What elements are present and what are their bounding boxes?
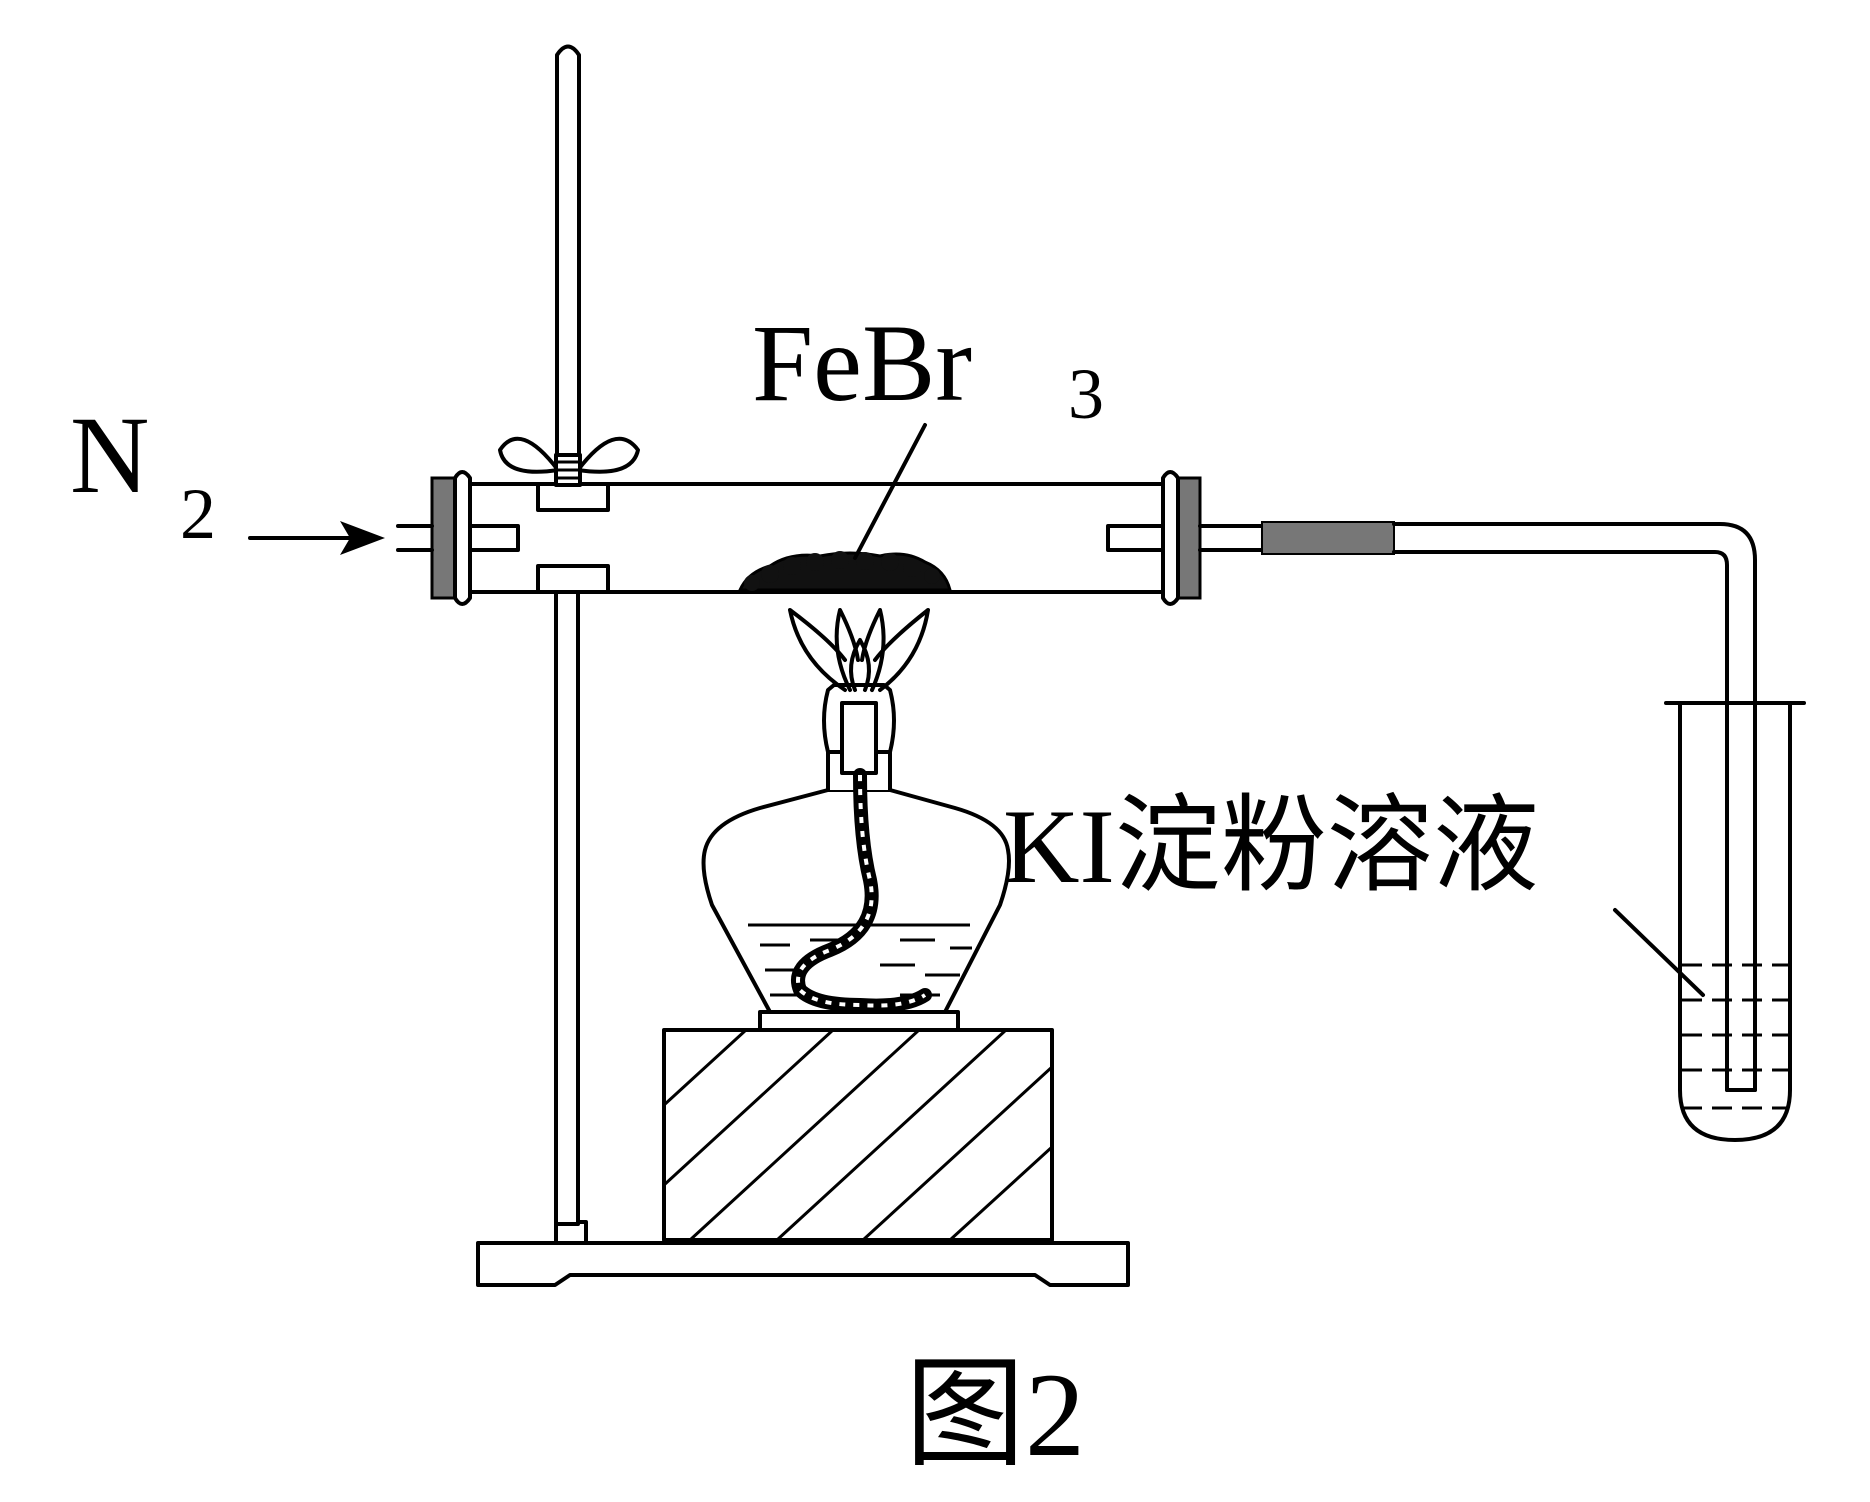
figure-caption: 图2 — [905, 1348, 1085, 1481]
febr3-subscript: 3 — [1068, 354, 1104, 434]
febr3-sample — [737, 423, 952, 592]
reaction-tube — [396, 470, 1202, 606]
alcohol-lamp — [701, 683, 1011, 1032]
febr3-label: FeBr — [752, 302, 972, 424]
gas-flow-arrow — [248, 521, 385, 555]
wing-nut — [498, 436, 640, 487]
stand-rod — [554, 44, 581, 1226]
test-tube — [1613, 701, 1806, 1142]
n2-label: N — [70, 394, 149, 516]
flame — [788, 608, 930, 692]
wooden-block — [662, 1028, 1054, 1242]
ki-starch-label: KI淀粉溶液 — [1003, 788, 1539, 905]
outlet-tube — [1198, 521, 1757, 1092]
n2-subscript: 2 — [180, 474, 216, 554]
